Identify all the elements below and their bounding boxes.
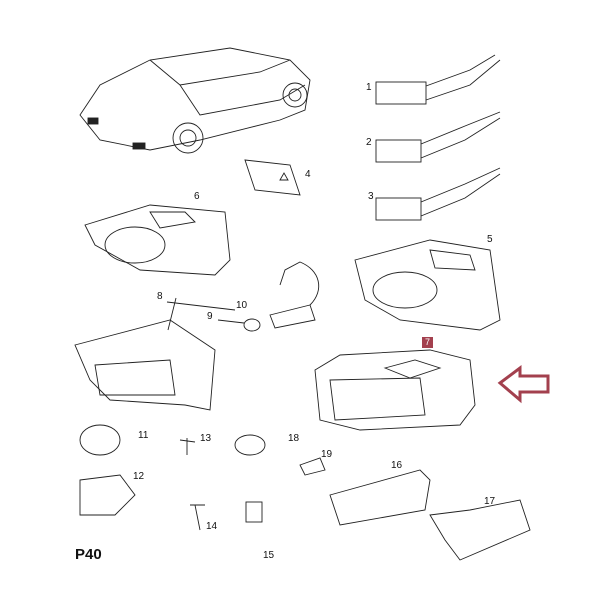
part-label-14: 14 xyxy=(206,521,218,532)
part-label-19: 19 xyxy=(321,449,333,460)
small-parts xyxy=(79,424,531,561)
screw-13 xyxy=(179,438,196,455)
part-label-6: 6 xyxy=(194,191,200,202)
part-label-1: 1 xyxy=(366,82,372,93)
part-label-11: 11 xyxy=(138,430,149,441)
part-label-12: 12 xyxy=(133,471,145,482)
part-label-3: 3 xyxy=(368,191,374,202)
lamp-11 xyxy=(79,424,121,456)
part-label-16: 16 xyxy=(391,460,403,471)
part-label-4: 4 xyxy=(305,169,311,180)
fog-lamp-8 xyxy=(74,319,216,411)
part-label-5: 5 xyxy=(487,234,493,245)
pointer-arrow xyxy=(497,365,550,404)
switch-1 xyxy=(375,54,501,105)
lens-9 xyxy=(243,318,261,332)
fog-lamp-6 xyxy=(84,204,231,276)
clip-15 xyxy=(245,501,263,523)
part-label-15: 15 xyxy=(263,550,275,561)
part-label-9: 9 xyxy=(207,311,213,322)
part-label-17: 17 xyxy=(484,496,496,507)
indicator-17 xyxy=(429,499,531,561)
indicator-16 xyxy=(329,469,431,526)
part-label-7: 7 xyxy=(422,337,434,348)
part-label-2: 2 xyxy=(366,137,372,148)
part-label-18: 18 xyxy=(288,433,300,444)
clip-14 xyxy=(190,504,205,531)
part-label-13: 13 xyxy=(200,433,212,444)
fog-lamp-7 xyxy=(314,349,476,431)
hazard-switch-4 xyxy=(244,159,301,196)
switch-2 xyxy=(375,111,501,163)
bracket-12 xyxy=(79,474,136,516)
diagram-code: P40 xyxy=(75,546,102,563)
part-label-8: 8 xyxy=(157,291,163,302)
socket-18 xyxy=(234,434,266,456)
car-illustration xyxy=(79,47,311,154)
part-label-10: 10 xyxy=(236,300,248,311)
bulb-10 xyxy=(166,261,320,332)
switch-3 xyxy=(375,167,501,221)
bulb-19 xyxy=(299,457,326,476)
fog-lamp-5 xyxy=(354,239,501,331)
